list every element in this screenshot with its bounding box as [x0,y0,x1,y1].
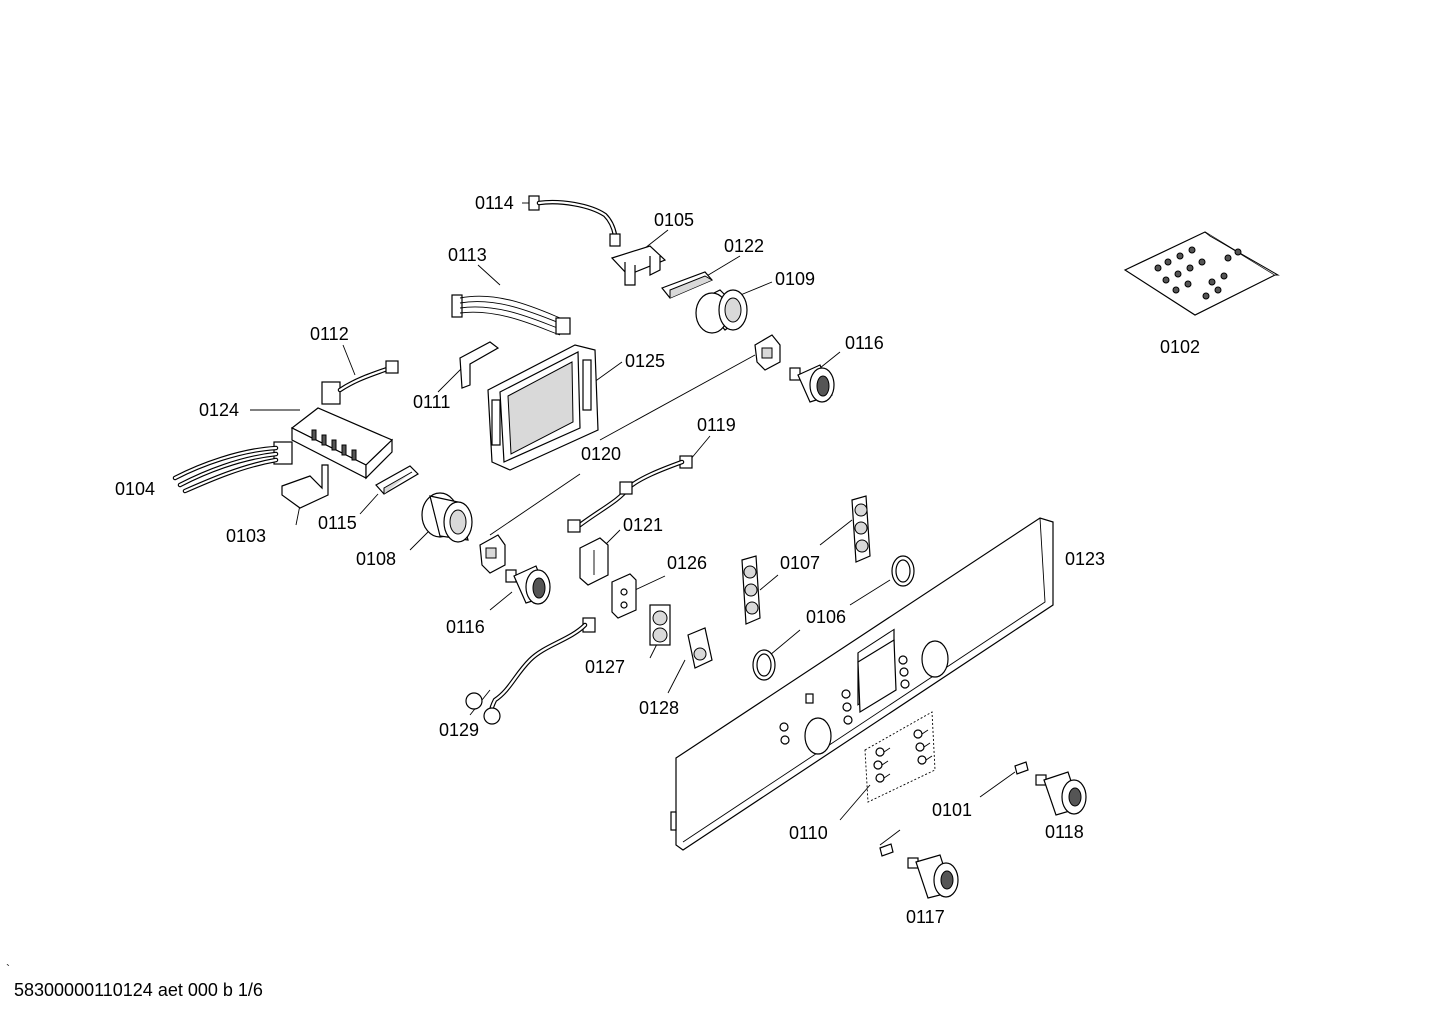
part-0106-ring-upper [891,555,915,587]
part-0114-cable [528,195,621,247]
label-0106: 0106 [806,607,846,627]
label-0123: 0123 [1065,549,1105,569]
part-0125-module [487,344,599,471]
label-0115: 0115 [318,513,357,533]
label-0116-lower: 0116 [446,617,485,637]
label-0102: 0102 [1160,337,1200,357]
part-0107-bar-right [851,495,871,563]
part-0116-knob-upper [789,364,835,403]
part-0124-terminal [290,407,394,480]
part-0123-panel [670,517,1054,851]
part-0121-plate [579,537,609,586]
label-0124: 0124 [199,400,239,420]
part-0115-clip [375,465,419,495]
label-0119: 0119 [697,415,736,435]
label-0112: 0112 [310,324,349,344]
label-0114: 0114 [475,193,514,213]
part-0128-bracket [687,627,713,669]
part-labels: 0114 0105 0122 0113 0109 0112 0116 0102 … [115,193,1200,927]
label-0129: 0129 [439,720,479,740]
label-0110: 0110 [789,823,828,843]
drawing-number: 58300000110124 aet 000 b 1/6 [14,980,263,1000]
part-0116-knob-lower [505,565,551,605]
corner-mark: ` [6,962,10,976]
part-0107-bar-left [741,555,761,625]
part-0113-ribbon [451,294,571,336]
part-0105-bracket [610,245,667,286]
part-0101-inserts [879,761,1029,857]
part-0119-cable [567,455,693,533]
label-0104: 0104 [115,479,155,499]
label-0125: 0125 [625,351,665,371]
part-0127-switch [649,604,671,646]
label-0127: 0127 [585,657,625,677]
label-0126: 0126 [667,553,707,573]
part-0106-ring-lower [752,649,776,681]
part-0126-plate [611,573,637,619]
label-0101: 0101 [932,800,972,820]
part-0122-clip [661,271,713,299]
label-0108: 0108 [356,549,396,569]
part-0112-cable [321,360,399,405]
label-0128: 0128 [639,698,679,718]
part-0117-knob [907,854,959,899]
part-0104-wires [172,441,293,494]
label-0103: 0103 [226,526,266,546]
label-0107: 0107 [780,553,820,573]
label-0120: 0120 [581,444,621,464]
part-0120-holder-lower [479,534,506,574]
part-0109-drum [695,289,748,334]
part-0120-holder-upper [754,334,781,371]
label-0111: 0111 [413,392,450,412]
label-0113: 0113 [448,245,487,265]
part-0108-drum [421,492,473,543]
label-0121: 0121 [623,515,663,535]
part-0102-screw-bag [1123,231,1280,316]
label-0118: 0118 [1045,822,1084,842]
label-0109: 0109 [775,269,815,289]
label-0122: 0122 [724,236,764,256]
part-0110-screws [864,711,936,803]
part-0118-knob [1035,771,1087,816]
label-0116-upper: 0116 [845,333,884,353]
label-0117: 0117 [906,907,945,927]
label-0105: 0105 [654,210,694,230]
part-0111-lightguide [459,341,500,389]
part-0103-bracket [281,464,329,509]
part-0129-cable [465,617,596,725]
